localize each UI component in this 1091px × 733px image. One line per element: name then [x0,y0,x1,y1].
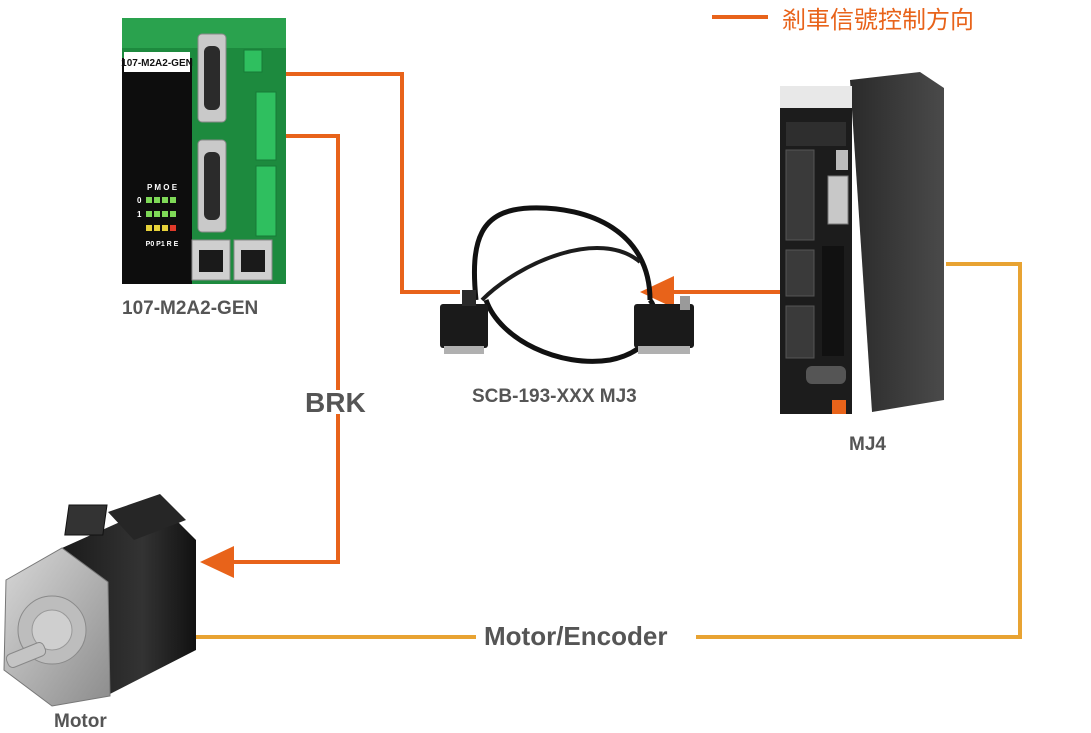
servo-drive [780,72,944,414]
legend-brake-line-swatch [712,15,768,19]
cable-assembly [440,205,694,364]
motor-encoder-line [696,262,1022,639]
controller-module [122,18,286,284]
controller-led-row0: 0 [137,196,142,205]
legend-label: 剎車信號控制方向 [782,5,974,34]
legend: 剎車信號控制方向 [712,2,974,34]
motor-encoder-connection-label: Motor/Encoder [484,621,668,651]
controller-led-header: P M O E [147,183,178,192]
drive-name: MJ4 [849,434,886,455]
drive-arrowhead-cable [640,276,674,308]
cable-name: SCB-193-XXX MJ3 [472,386,637,407]
controller-led-footer: P0 P1 R E [146,241,179,248]
controller-panel-label: 107-M2A2-GEN [121,58,193,69]
cable-signal-line [240,72,460,294]
brake-arrowhead-motor [200,546,234,578]
servo-motor [3,494,196,707]
motor-name: Motor [54,711,107,732]
brake-connection-label: BRK [305,387,366,418]
brake-signal-line-lower [222,414,340,564]
controller-led-row1: 1 [137,210,142,219]
controller-name: 107-M2A2-GEN [122,298,259,319]
brake-signal-line [278,134,340,390]
